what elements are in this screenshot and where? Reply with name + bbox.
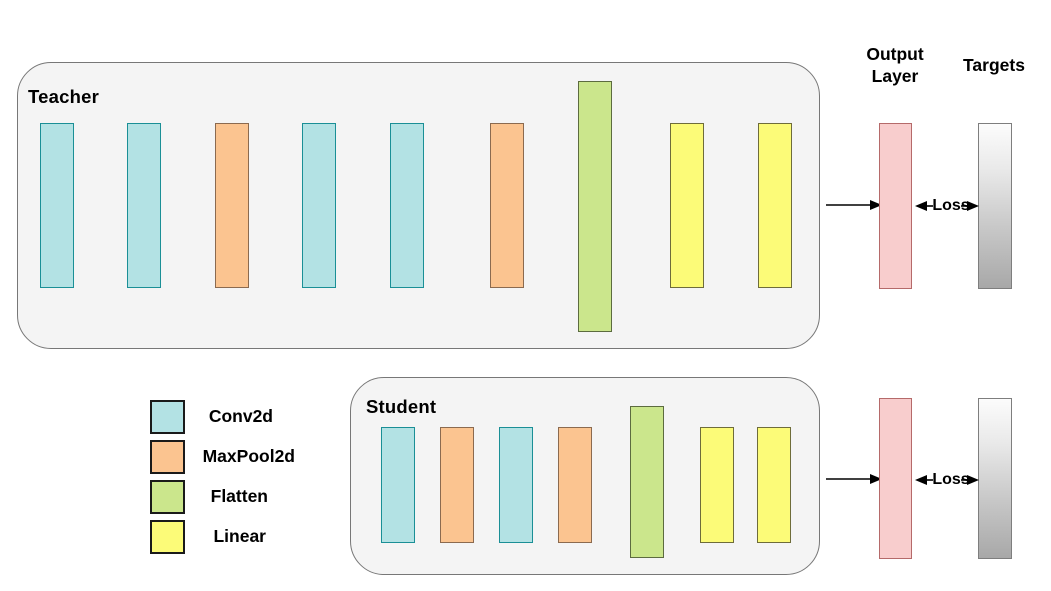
student-layer-flatten bbox=[630, 406, 664, 558]
legend-label-maxpool2d: MaxPool2d bbox=[202, 446, 295, 466]
teacher-loss-arrow-left bbox=[915, 201, 933, 211]
legend-swatch-maxpool2d bbox=[150, 440, 185, 474]
student-targets-bar bbox=[978, 398, 1012, 559]
targets-title: Targets bbox=[963, 55, 1025, 75]
legend-label-conv2d: Conv2d bbox=[208, 406, 273, 426]
teacher-layer-conv2d-1 bbox=[40, 123, 74, 288]
student-output-layer-bar bbox=[879, 398, 912, 559]
teacher-loss-arrow-right bbox=[961, 201, 979, 211]
legend-label-linear: Linear bbox=[213, 526, 266, 546]
student-layer-conv2d-2 bbox=[499, 427, 533, 543]
legend-swatch-flatten bbox=[150, 480, 185, 514]
legend-swatch-linear bbox=[150, 520, 185, 554]
legend-swatch-conv2d bbox=[150, 400, 185, 434]
teacher-layer-flatten bbox=[578, 81, 612, 332]
student-loss-label: Loss bbox=[932, 471, 970, 488]
student-layer-linear-1 bbox=[700, 427, 734, 543]
student-group-label: Student bbox=[366, 396, 437, 417]
student-loss-arrow-left bbox=[915, 475, 933, 485]
legend-label-flatten: Flatten bbox=[210, 486, 268, 506]
student-layer-linear-2 bbox=[757, 427, 791, 543]
teacher-layer-maxpool2d-1 bbox=[215, 123, 249, 288]
teacher-targets-bar bbox=[978, 123, 1012, 289]
output-layer-title: Output Layer bbox=[866, 44, 924, 86]
teacher-layer-maxpool2d-2 bbox=[490, 123, 524, 288]
teacher-to-output-arrow bbox=[826, 200, 882, 210]
teacher-loss-label: Loss bbox=[932, 197, 970, 214]
student-layer-maxpool2d-2 bbox=[558, 427, 592, 543]
teacher-layer-conv2d-2 bbox=[127, 123, 161, 288]
teacher-group-label: Teacher bbox=[28, 86, 99, 107]
student-to-output-arrow bbox=[826, 474, 882, 484]
teacher-layer-linear-1 bbox=[670, 123, 704, 288]
teacher-layer-conv2d-3 bbox=[302, 123, 336, 288]
teacher-output-layer-bar bbox=[879, 123, 912, 289]
student-layer-conv2d-1 bbox=[381, 427, 415, 543]
teacher-layer-linear-2 bbox=[758, 123, 792, 288]
student-loss-arrow-right bbox=[961, 475, 979, 485]
teacher-layer-conv2d-4 bbox=[390, 123, 424, 288]
student-layer-maxpool2d-1 bbox=[440, 427, 474, 543]
